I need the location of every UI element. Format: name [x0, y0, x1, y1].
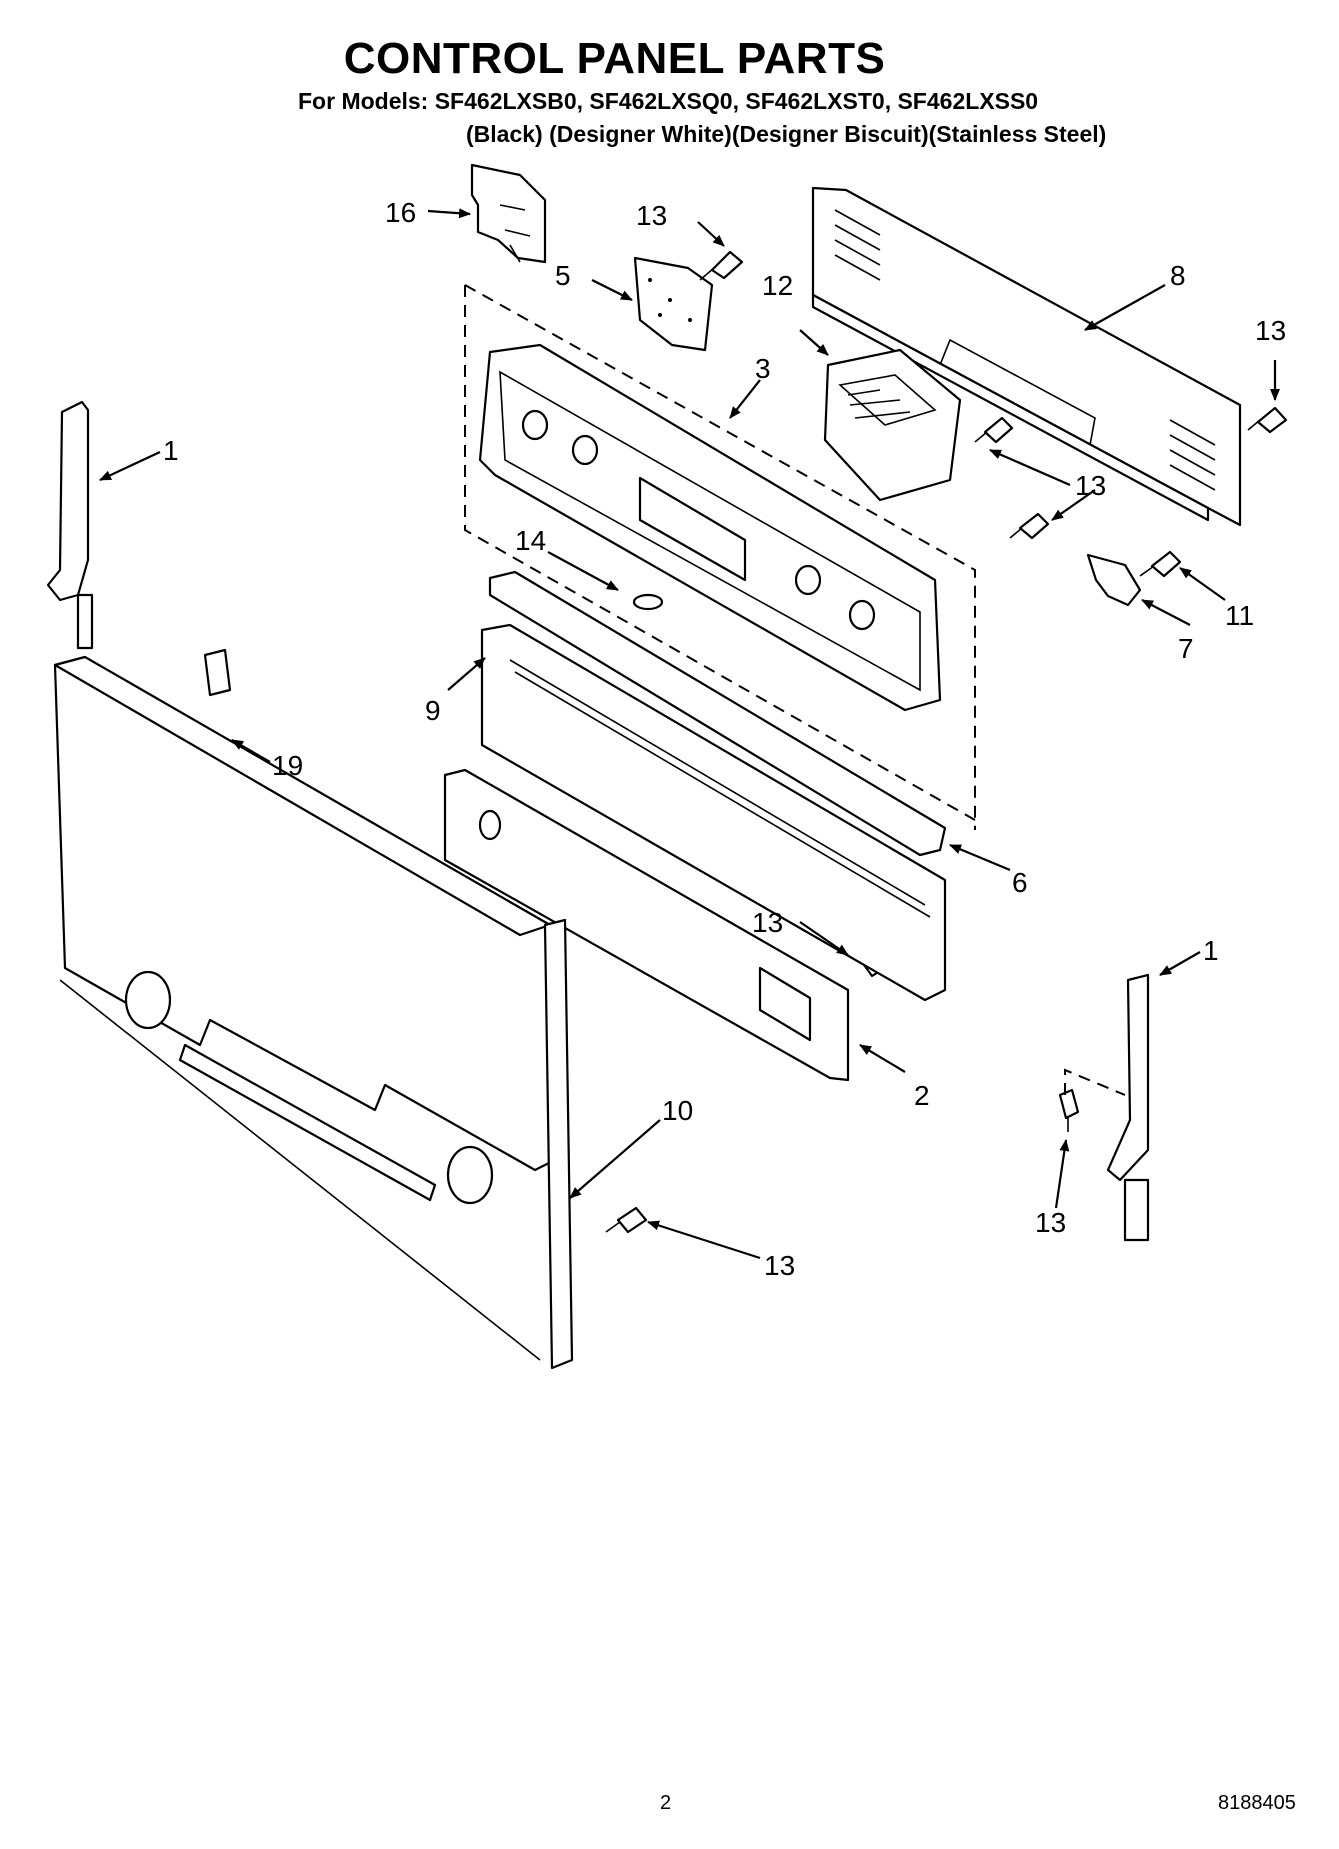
part-2-panel-shield	[443, 768, 850, 1082]
part-8-rear-bracket	[811, 186, 1242, 527]
colors-line: (Black) (Designer White)(Designer Biscui…	[466, 121, 1107, 147]
callout-13-right: 13	[1255, 315, 1286, 346]
part-3-console	[464, 284, 976, 830]
part-12-electronic-control	[823, 348, 962, 502]
callout-12: 12	[762, 270, 793, 301]
part-14-badge	[632, 593, 664, 611]
screw-13-lower	[1009, 512, 1050, 540]
screw-13-top	[699, 250, 744, 281]
part-6-trim	[488, 570, 947, 857]
callout-2: 2	[914, 1080, 930, 1111]
callout-11: 11	[1225, 600, 1254, 631]
part-16-bracket	[470, 163, 547, 264]
part-1-left-bracket	[46, 400, 94, 650]
callout-13-bottom: 13	[764, 1250, 795, 1281]
callout-13-panel: 13	[752, 907, 783, 938]
part-10-large-panel	[53, 648, 574, 1370]
callout-19: 19	[272, 750, 303, 781]
callout-5: 5	[555, 260, 571, 291]
callout-1-right: 1	[1203, 935, 1219, 966]
callout-13-top: 13	[636, 200, 667, 231]
page-number: 2	[660, 1792, 672, 1814]
screw-13-right	[1247, 406, 1288, 434]
part-9-rear-panel	[480, 623, 947, 1002]
screw-13-side	[1058, 1088, 1080, 1132]
leader-lines	[99, 208, 1280, 1260]
page-title: CONTROL PANEL PARTS	[343, 34, 886, 83]
callout-13-middle: 13	[1075, 470, 1106, 501]
callout-10: 10	[662, 1095, 693, 1126]
callout-9: 9	[425, 695, 441, 726]
callout-8: 8	[1170, 260, 1186, 291]
screw-13-bottom	[605, 1206, 648, 1234]
callout-14: 14	[515, 525, 546, 556]
document-number: 8188405	[1218, 1792, 1296, 1814]
models-line: For Models: SF462LXSB0, SF462LXSQ0, SF46…	[298, 88, 1039, 114]
callout-6: 6	[1012, 867, 1028, 898]
part-5-circuit-board	[633, 256, 714, 352]
screw-13-middle	[974, 416, 1014, 444]
callout-16: 16	[385, 197, 416, 228]
part-11-screw	[1139, 550, 1182, 578]
callout-3: 3	[755, 353, 771, 384]
callout-13-side: 13	[1035, 1207, 1066, 1238]
callout-7: 7	[1178, 633, 1194, 664]
part-1-right-bracket	[1064, 973, 1150, 1242]
callout-1-left: 1	[163, 435, 179, 466]
part-7-clip	[1086, 553, 1142, 607]
